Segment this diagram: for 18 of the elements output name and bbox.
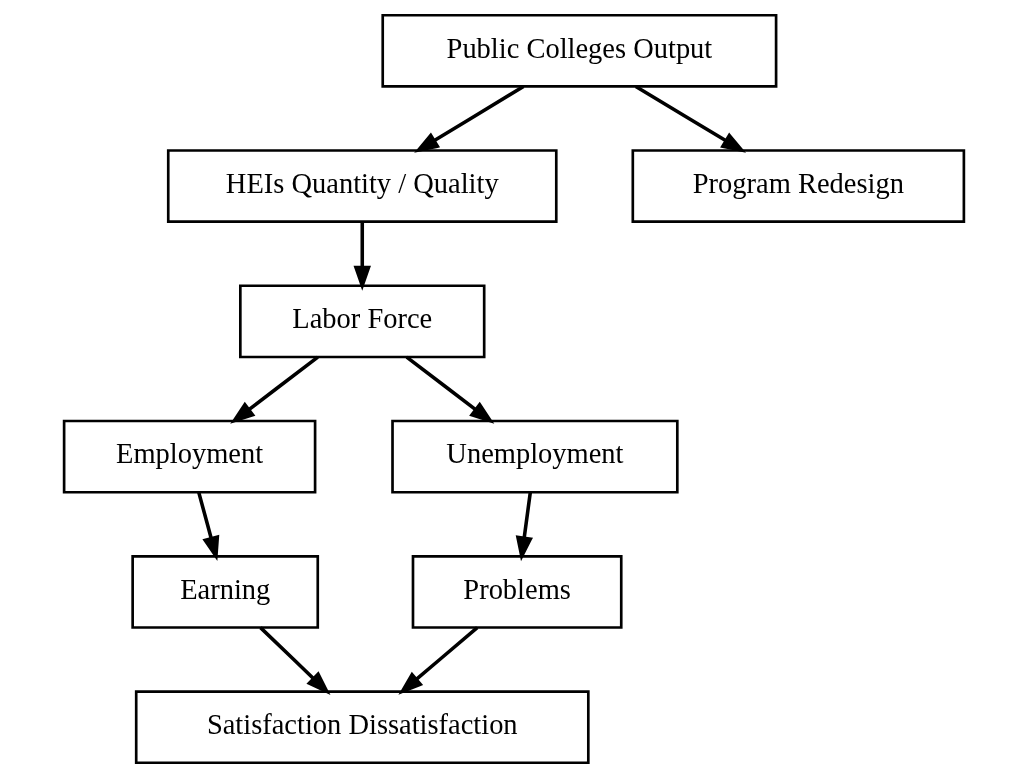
arrow xyxy=(515,492,533,562)
arrow xyxy=(397,626,478,695)
arrow xyxy=(229,355,319,424)
node-box: Problems xyxy=(411,554,623,629)
node-box: Earning xyxy=(130,554,319,629)
arrow xyxy=(353,221,371,291)
node-box: Program Redesign xyxy=(630,149,965,224)
node-box: Satisfaction Dissatisfaction xyxy=(134,690,590,765)
node-box: Unemployment xyxy=(390,419,679,494)
node-box: Public Colleges Output xyxy=(380,13,777,88)
arrow xyxy=(196,491,219,562)
arrow xyxy=(258,626,330,695)
arrow xyxy=(634,85,746,153)
node-box: Labor Force xyxy=(238,284,486,359)
node-box: HEIs Quantity / Quality xyxy=(166,149,558,224)
node-box: Employment xyxy=(62,419,316,494)
arrow xyxy=(413,85,524,153)
arrow xyxy=(405,355,494,424)
